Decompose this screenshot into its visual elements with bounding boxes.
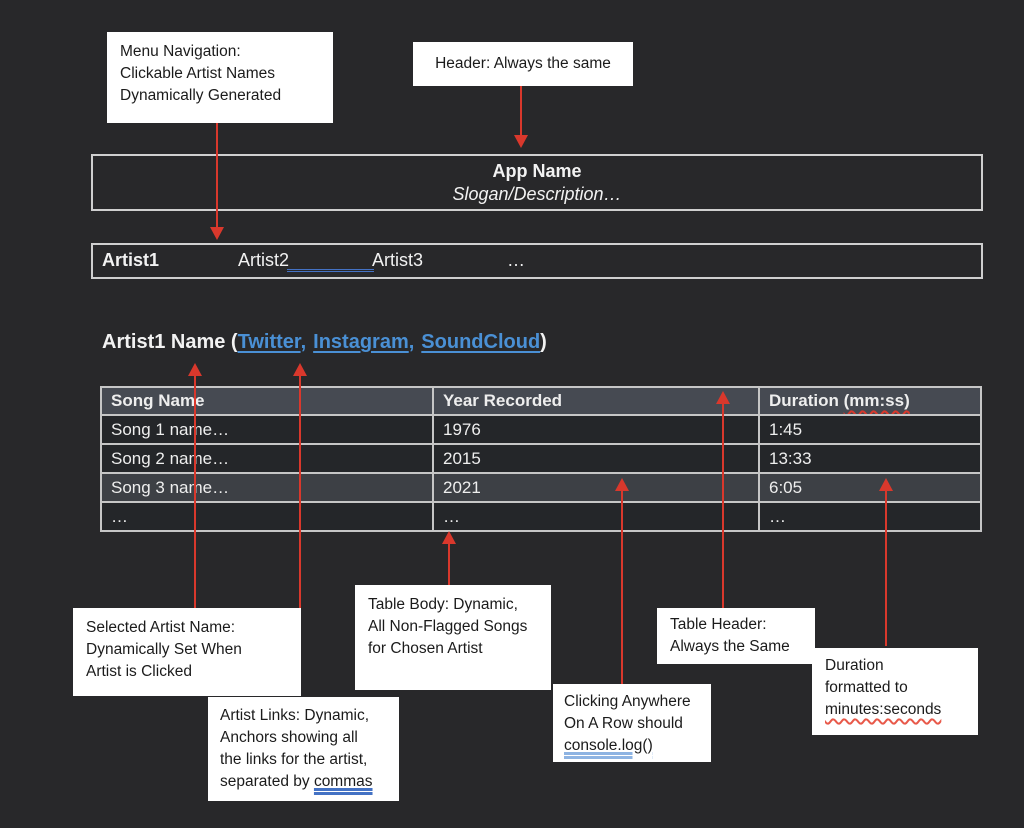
cell-year: … (432, 501, 760, 532)
cell-duration: 6:05 (758, 472, 982, 503)
arrow-row-click-to-row (615, 478, 629, 684)
cell-duration: 13:33 (758, 443, 982, 474)
cell-year: 2021 (432, 472, 760, 503)
callout-text: Header: Always the same (435, 55, 611, 72)
artist-heading: Artist1 Name (Twitter,Instagram,SoundClo… (102, 331, 547, 354)
callout-text: the links for the artist, (220, 751, 368, 768)
callout-text: Artist Links: Dynamic, (220, 707, 370, 724)
link-separator: , (408, 331, 415, 353)
arrow-table-header-note-to-header-row (716, 391, 730, 608)
cell-year: 2015 (432, 443, 760, 474)
callout-text: Anchors showing all (220, 729, 358, 746)
link-separator: , (300, 331, 307, 353)
cell-year: 1976 (432, 414, 760, 445)
col-header-duration: Duration (mm:ss) (758, 386, 982, 416)
nav-item-artist3[interactable]: Artist3 (372, 250, 424, 270)
callout-text: Selected Artist Name: (86, 619, 236, 636)
app-name: App Name (492, 161, 582, 181)
app-header: App Name Slogan/Description… (91, 154, 983, 211)
cell-song: Song 1 name… (100, 414, 434, 445)
callout-text: Table Header: (670, 616, 767, 633)
callout-text: formatted to (825, 679, 908, 696)
callout-text: Menu Navigation: (120, 43, 241, 60)
callout-text: Table Body: Dynamic, (368, 596, 518, 613)
artist-name: Artist1 Name ( (102, 331, 238, 353)
table-row-highlighted[interactable]: Song 3 name… 2021 6:05 (100, 472, 982, 503)
cell-song: Song 2 name… (100, 443, 434, 474)
duration-format-hint: (mm:ss) (843, 391, 910, 410)
cell-song: … (100, 501, 434, 532)
cell-duration: 1:45 (758, 414, 982, 445)
callout-artist-links: Artist Links: Dynamic, Anchors showing a… (208, 697, 399, 801)
cell-duration: … (758, 501, 982, 532)
close-paren: ) (540, 331, 547, 353)
callout-duration-format: Duration formatted to minutes:seconds (812, 648, 978, 735)
instagram-link[interactable]: Instagram (313, 331, 409, 353)
songs-table: Song Name Year Recorded Duration (mm:ss)… (100, 386, 982, 532)
callout-row-click: Clicking Anywhere On A Row should consol… (553, 684, 711, 762)
app-slogan: Slogan/Description… (452, 184, 622, 204)
arrow-duration-note-to-duration-cell (879, 478, 893, 646)
callout-text: On A Row should (564, 715, 683, 732)
callout-header-note: Header: Always the same (413, 42, 633, 86)
arrow-selected-artist-to-heading (188, 363, 202, 608)
callout-table-body: Table Body: Dynamic, All Non-Flagged Son… (355, 585, 551, 690)
callout-text: Dynamically Generated (120, 87, 282, 104)
callout-text: All Non-Flagged Songs (368, 618, 528, 635)
col-header-year-recorded: Year Recorded (432, 386, 760, 416)
nav-item-artist1[interactable]: Artist1 (102, 250, 160, 270)
callout-text: Dynamically Set When (86, 641, 242, 658)
minutes-seconds-wavy: minutes:seconds (825, 701, 942, 718)
arrow-table-body-to-table (442, 531, 456, 585)
nav-item-more: … (507, 250, 525, 270)
commas-underlined: commas (313, 773, 373, 790)
table-row[interactable]: Song 1 name… 1976 1:45 (100, 414, 982, 445)
callout-selected-artist-name: Selected Artist Name: Dynamically Set Wh… (73, 608, 301, 696)
callout-text: Artist is Clicked (86, 663, 192, 680)
callout-text: Clickable Artist Names (120, 65, 276, 82)
console-log-underlined: console.log() (564, 737, 653, 754)
nav-item-artist2[interactable]: Artist2 (238, 250, 290, 270)
arrow-header-note-to-header (514, 86, 528, 148)
table-row[interactable]: Song 2 name… 2015 13:33 (100, 443, 982, 474)
arrow-artist-links-to-links (293, 363, 307, 695)
callout-text: Duration (825, 657, 884, 674)
callout-text: Always the Same (670, 638, 790, 655)
twitter-link[interactable]: Twitter (237, 331, 301, 353)
soundcloud-link[interactable]: SoundCloud (421, 331, 541, 353)
callout-menu-navigation: Menu Navigation: Clickable Artist Names … (107, 32, 333, 123)
arrow-menu-nav-to-navbar (210, 123, 224, 240)
table-header-row: Song Name Year Recorded Duration (mm:ss) (100, 386, 982, 416)
nav-blue-double-underline (287, 267, 374, 272)
callout-text: separated by commas (220, 773, 373, 790)
callout-text: Clicking Anywhere (564, 693, 691, 710)
artist-nav-bar: Artist1 Artist2 Artist3 … (91, 243, 983, 279)
table-row[interactable]: … … … (100, 501, 982, 532)
col-header-song-name: Song Name (100, 386, 434, 416)
cell-song: Song 3 name… (100, 472, 434, 503)
callout-table-header-note: Table Header: Always the Same (657, 608, 815, 664)
callout-text: for Chosen Artist (368, 640, 483, 657)
